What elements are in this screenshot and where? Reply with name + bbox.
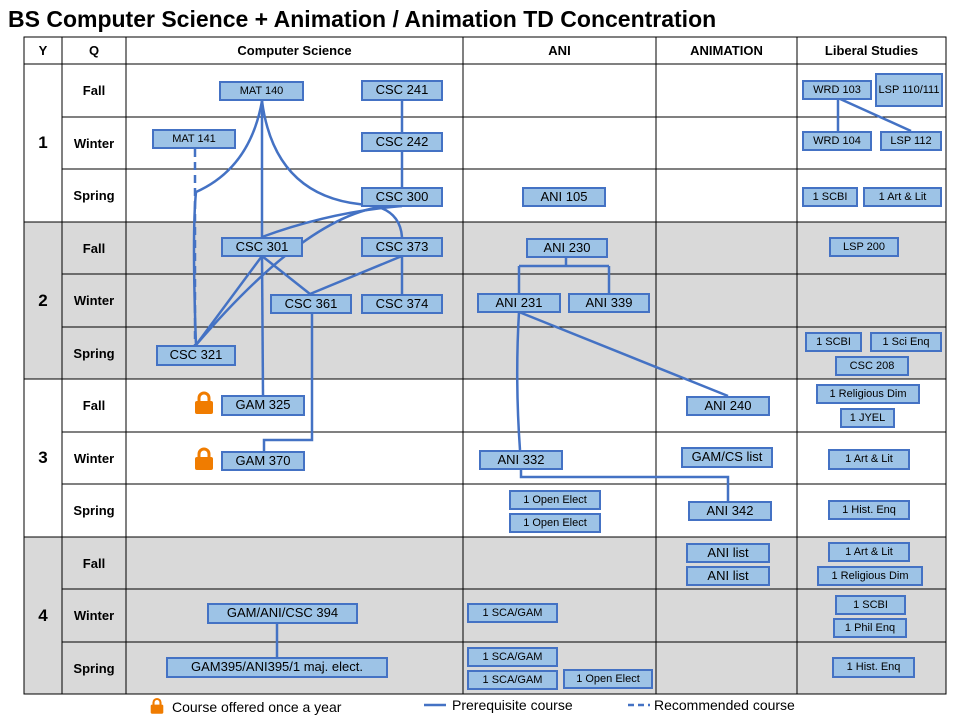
header-quarter: Q: [88, 43, 100, 58]
quarter-winter-label: Winter: [73, 293, 115, 308]
course-gam-370[interactable]: GAM 370: [221, 451, 305, 471]
course-sca-gam[interactable]: 1 SCA/GAM: [467, 603, 558, 623]
quarter-fall-label: Fall: [82, 240, 106, 256]
course-open-elective[interactable]: 1 Open Elect: [509, 490, 601, 510]
quarter-winter-label: Winter: [73, 135, 115, 151]
quarter-spring-label: Spring: [73, 188, 115, 203]
course-lsp-110-111[interactable]: LSP 110/111: [875, 73, 943, 107]
page-title: BS Computer Science + Animation / Animat…: [8, 6, 717, 32]
course-ani-231[interactable]: ANI 231: [477, 293, 561, 313]
course-gam-325[interactable]: GAM 325: [221, 395, 305, 416]
lock-icon: [195, 447, 213, 470]
year-2-label: 2: [38, 290, 48, 310]
course-ani-105[interactable]: ANI 105: [522, 187, 606, 207]
course-ani-342[interactable]: ANI 342: [688, 501, 772, 521]
legend-solid-line: [424, 703, 446, 707]
course-csc-242[interactable]: CSC 242: [361, 132, 443, 152]
quarter-spring-label: Spring: [73, 660, 115, 676]
course-ani-240[interactable]: ANI 240: [686, 396, 770, 416]
year-3-label: 3: [38, 448, 48, 467]
course-religious-dim[interactable]: 1 Religious Dim: [816, 384, 920, 404]
legend-dashed-line: [628, 703, 650, 707]
course-gam-cs-list[interactable]: GAM/CS list: [681, 447, 773, 468]
quarter-spring-label: Spring: [73, 345, 115, 361]
course-csc-300[interactable]: CSC 300: [361, 187, 443, 207]
course-csc-361[interactable]: CSC 361: [270, 294, 352, 314]
quarter-fall-label: Fall: [82, 398, 106, 413]
course-csc-241[interactable]: CSC 241: [361, 80, 443, 101]
course-lsp-112[interactable]: LSP 112: [880, 131, 942, 151]
header-computer-science: Computer Science: [237, 43, 352, 58]
course-jyel[interactable]: 1 JYEL: [840, 408, 895, 428]
course-lsp-200[interactable]: LSP 200: [829, 237, 899, 257]
course-ani-230[interactable]: ANI 230: [526, 238, 608, 258]
course-csc-373[interactable]: CSC 373: [361, 237, 443, 257]
course-wrd-104[interactable]: WRD 104: [802, 131, 872, 151]
quarter-winter-label: Winter: [73, 608, 115, 623]
course-scbi[interactable]: 1 SCBI: [802, 187, 858, 207]
course-hist-enq[interactable]: 1 Hist. Enq: [832, 657, 915, 678]
year-1-label: 1: [38, 133, 48, 152]
course-scbi[interactable]: 1 SCBI: [835, 595, 906, 615]
legend-once-a-year: Course offered once a year: [172, 699, 342, 715]
year-4-label: 4: [38, 605, 48, 625]
legend-prerequisite: Prerequisite course: [452, 697, 573, 713]
quarter-fall-label: Fall: [82, 555, 106, 571]
course-art-lit[interactable]: 1 Art & Lit: [828, 449, 910, 470]
header-year: Y: [38, 43, 48, 58]
course-open-elective[interactable]: 1 Open Elect: [509, 513, 601, 533]
course-hist-enq[interactable]: 1 Hist. Enq: [828, 500, 910, 520]
course-religious-dim[interactable]: 1 Religious Dim: [817, 566, 923, 586]
course-sca-gam[interactable]: 1 SCA/GAM: [467, 647, 558, 667]
course-csc-208[interactable]: CSC 208: [835, 356, 909, 376]
course-sca-gam[interactable]: 1 SCA/GAM: [467, 670, 558, 690]
quarter-winter-label: Winter: [73, 450, 115, 466]
header-liberal-studies: Liberal Studies: [824, 43, 919, 58]
course-ani-332[interactable]: ANI 332: [479, 450, 563, 470]
course-gam-395-capstone[interactable]: GAM395/ANI395/1 maj. elect.: [166, 657, 388, 678]
course-open-elective[interactable]: 1 Open Elect: [563, 669, 653, 689]
course-sci-enq[interactable]: 1 Sci Enq: [870, 332, 942, 352]
lock-icon: [195, 391, 213, 414]
header-ani: ANI: [548, 43, 571, 58]
header-animation: ANIMATION: [690, 43, 763, 58]
course-art-lit[interactable]: 1 Art & Lit: [863, 187, 942, 207]
course-art-lit[interactable]: 1 Art & Lit: [828, 542, 910, 562]
course-scbi[interactable]: 1 SCBI: [805, 332, 862, 352]
lock-icon: [150, 697, 164, 714]
course-phil-enq[interactable]: 1 Phil Enq: [833, 618, 907, 638]
course-ani-list[interactable]: ANI list: [686, 543, 770, 563]
course-wrd-103[interactable]: WRD 103: [802, 80, 872, 100]
legend-recommended: Recommended course: [654, 697, 795, 713]
course-mat-140[interactable]: MAT 140: [219, 81, 304, 101]
quarter-spring-label: Spring: [73, 503, 115, 518]
course-gam-ani-csc-394[interactable]: GAM/ANI/CSC 394: [207, 603, 358, 624]
course-mat-141[interactable]: MAT 141: [152, 129, 236, 149]
course-ani-339[interactable]: ANI 339: [568, 293, 650, 313]
course-csc-374[interactable]: CSC 374: [361, 294, 443, 314]
course-ani-list[interactable]: ANI list: [686, 566, 770, 586]
course-csc-321[interactable]: CSC 321: [156, 345, 236, 366]
course-csc-301[interactable]: CSC 301: [221, 237, 303, 257]
quarter-fall-label: Fall: [82, 83, 106, 98]
